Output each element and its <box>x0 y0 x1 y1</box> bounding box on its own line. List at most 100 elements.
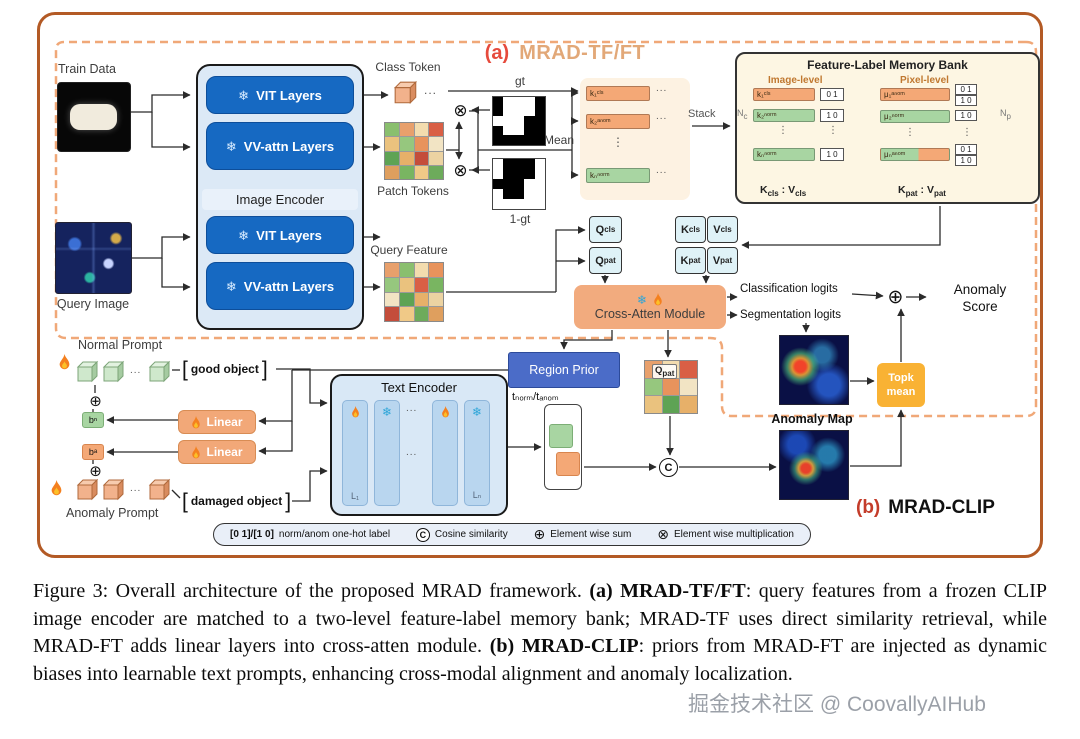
t-anom-embedding <box>556 452 580 476</box>
t-norm-embedding <box>549 424 573 448</box>
one-hot-tag: 1 0 <box>955 155 977 166</box>
sum-icon: ⊕ <box>533 526 546 542</box>
panel-a-title: (a) MRAD-TF/FT <box>440 42 690 65</box>
anomaly-map-label: Anomaly Map <box>771 412 853 426</box>
stack-bar-cls: k₁ᶜˡˢ <box>586 86 650 101</box>
normal-prompt-label: Normal Prompt <box>78 338 163 352</box>
query-image-label: Query Image <box>56 297 130 311</box>
image-level-label: Image-level <box>768 75 823 86</box>
legend-sum: ⊕Element wise sum <box>533 526 632 542</box>
snowflake-icon <box>238 229 249 242</box>
layer-label: Lₙ <box>472 490 482 500</box>
linear-layer-1: Linear <box>178 410 256 434</box>
query-feature-grid <box>384 262 444 322</box>
vit-layers-label: VIT Layers <box>256 227 322 243</box>
flame-icon <box>191 445 201 459</box>
cosine-similarity-icon: C <box>415 527 430 542</box>
panel-b-title: (b) MRAD-CLIP <box>856 497 995 519</box>
multiply-icon: ⊗ <box>453 101 468 120</box>
panel-a-tag: (a) <box>484 42 510 64</box>
flame-icon <box>351 406 360 418</box>
inverse-gt-label: 1-gt <box>509 212 531 226</box>
normal-prompt-token <box>148 360 172 384</box>
t-norm-anom-label: tₙₒᵣₘ/tₐₙₒₘ <box>512 391 559 403</box>
ellipsis: ... <box>130 483 142 494</box>
normal-prompt-token <box>76 360 100 384</box>
gt-label: gt <box>514 74 525 88</box>
ellipsis: ... <box>656 165 668 176</box>
layer-label: L₁ <box>350 491 360 501</box>
legend-bar: [0 1]/[1 0]norm/anom one-hot label C Cos… <box>213 523 811 546</box>
snowflake-icon <box>226 280 237 293</box>
one-hot-tag: 0 1 <box>955 144 977 155</box>
query-image <box>55 222 132 294</box>
kpat-vpat-label: Kpat : Vpat <box>898 184 946 199</box>
normal-prompt-token <box>102 360 126 384</box>
cosine-similarity-icon: C <box>659 458 678 477</box>
snowflake-icon <box>226 140 237 153</box>
train-data-label: Train Data <box>58 62 116 76</box>
figure-caption: Figure 3: Overall architecture of the pr… <box>33 580 1048 685</box>
np-label: Np <box>1000 108 1011 121</box>
flame-icon <box>441 406 450 418</box>
anomaly-bias-box: bᵃ <box>82 444 104 460</box>
legend-multiply: ⊗Element wise multiplication <box>657 526 794 542</box>
anomaly-prompt-token <box>102 478 126 502</box>
flame-icon <box>653 293 663 306</box>
ellipsis: ... <box>406 403 418 414</box>
region-prior-box: Region Prior <box>508 352 620 388</box>
ellipsis: ... <box>656 83 668 94</box>
image-encoder-text: Image Encoder <box>235 192 325 207</box>
snowflake-icon <box>238 89 249 102</box>
qpat-grid-label: Qpat <box>652 364 678 380</box>
mean-label: Mean <box>544 133 575 147</box>
kcls-vcls-label: Kcls : Vcls <box>760 184 807 199</box>
vit-layers-1: VIT Layers <box>206 76 354 114</box>
snowflake-icon <box>472 406 482 418</box>
legend-cosine: C Cosine similarity <box>415 527 508 542</box>
vv-attn-layers-2: VV-attn Layers <box>206 262 354 310</box>
figure-frame <box>37 12 1043 558</box>
flame-icon <box>58 354 71 370</box>
bank-image-row: k₁ᶜˡˢ <box>753 88 815 101</box>
sum-icon: ⊕ <box>89 393 102 410</box>
anomaly-map-image <box>779 430 849 500</box>
vv-attn-layers-1: VV-attn Layers <box>206 122 354 170</box>
multiply-icon: ⊗ <box>657 526 669 542</box>
stack-label: Stack <box>688 108 716 120</box>
image-encoder-label: Image Encoder <box>202 189 358 210</box>
one-hot-tag: 1 0 <box>955 95 977 106</box>
memory-bank-title: Feature-Label Memory Bank <box>807 58 968 72</box>
stack-bar-label: kₙⁿᵒʳᵐ <box>590 170 610 180</box>
class-token-cube <box>393 80 419 106</box>
anomaly-prompt-token <box>148 478 172 502</box>
watermark: 掘金技术社区 @ CoovallyAIHub <box>688 693 986 716</box>
query-feature-label: Query Feature <box>370 243 448 257</box>
sum-icon: ⊕ <box>89 463 102 480</box>
patch-tokens-label: Patch Tokens <box>377 184 449 198</box>
stack-bar-norm: kₙⁿᵒʳᵐ <box>586 168 650 183</box>
gt-mask <box>492 96 546 146</box>
linear-layer-2: Linear <box>178 440 256 464</box>
flame-icon <box>191 415 201 429</box>
class-token-label: Class Token <box>375 60 441 74</box>
segmentation-heatmap <box>779 335 849 405</box>
bank-pixel-row: μ₂ⁿᵒʳᵐ <box>880 110 950 123</box>
flame-icon <box>50 480 63 496</box>
anomaly-prompt-label: Anomaly Prompt <box>66 506 159 520</box>
text-encoder-layer <box>432 400 458 506</box>
patch-tokens-grid <box>384 122 444 180</box>
segmentation-logits-label: Segmentation logits <box>740 309 842 321</box>
bank-image-row: k₂ⁿᵒʳᵐ <box>753 109 815 122</box>
good-object-prompt: [good object] <box>182 357 268 381</box>
snowflake-icon <box>382 406 392 418</box>
vertical-ellipsis: ⋮ <box>778 125 789 136</box>
one-hot-tag: 1 0 <box>955 110 977 121</box>
ellipsis: ... <box>656 111 668 122</box>
stack-bar-anom: k₂ᵃⁿᵒᵐ <box>586 114 650 129</box>
